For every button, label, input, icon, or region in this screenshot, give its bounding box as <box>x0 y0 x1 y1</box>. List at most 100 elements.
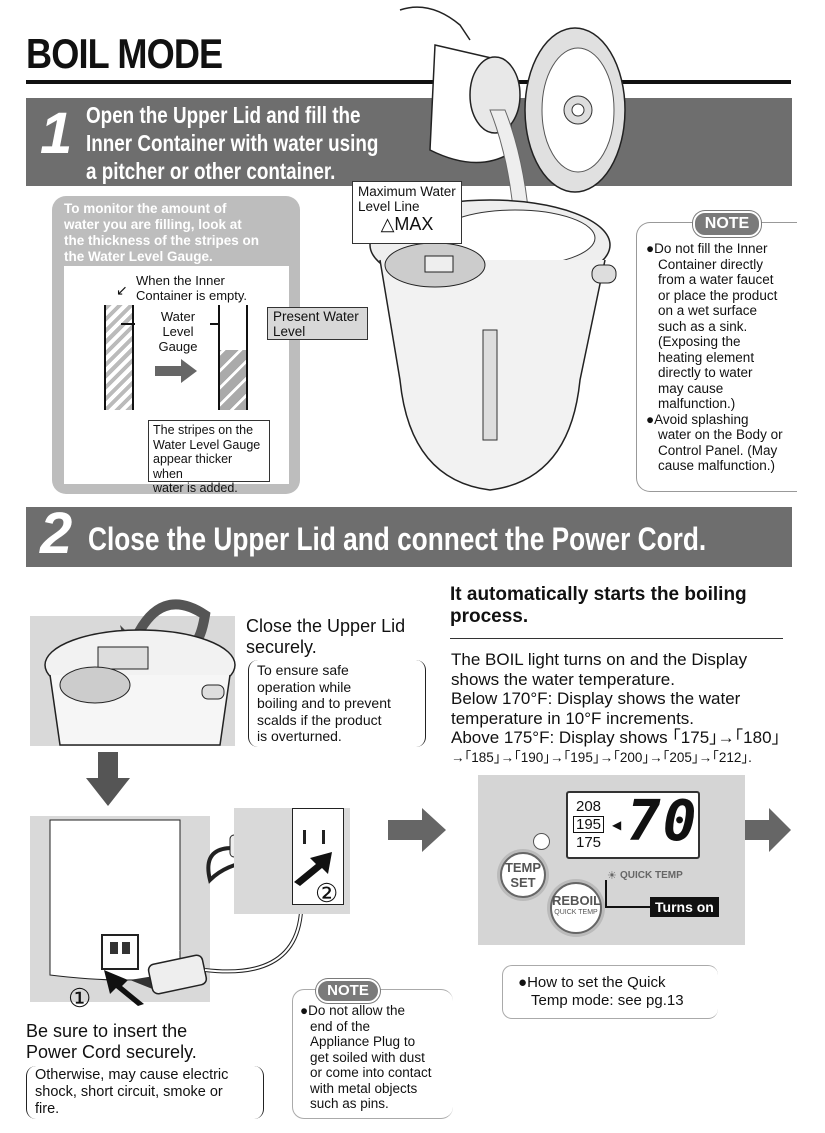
note2-line1: Do not allow the <box>308 1003 405 1018</box>
auto-rule <box>450 638 783 639</box>
note2-line2: end of the <box>310 1018 371 1034</box>
auto-heading: It automatically starts the boiling proc… <box>450 584 747 628</box>
note2-label: NOTE <box>316 979 380 1003</box>
note1-line1: Do not fill the Inner <box>654 241 768 256</box>
max-level-line2: Level Line <box>358 199 420 214</box>
temp-btn-line1: TEMP <box>504 860 542 875</box>
empty-line1: When the Inner <box>136 273 225 288</box>
empty-line2: Container is empty. <box>136 288 248 303</box>
step1-text-line3: a pitcher or other container. <box>86 158 336 184</box>
auto-heading-line2: process. <box>450 606 529 627</box>
auto-body-line5: Above 175°F: Display shows ｢175｣→｢180｣ <box>451 728 781 747</box>
insert-line1: Be sure to insert the <box>26 1021 188 1041</box>
temp-set-button[interactable]: TEMP SET <box>500 852 546 898</box>
gauge-label-line2: Level <box>162 324 194 339</box>
lcd-temp3: 175 <box>576 834 602 851</box>
present-level-box: Present Water Level <box>267 307 368 340</box>
down-arrow-icon <box>86 752 130 806</box>
close-line1: Close the Upper Lid <box>246 616 406 636</box>
lcd-value: 70 <box>627 789 699 854</box>
lcd-indicator-icon: ◀ <box>612 818 622 832</box>
right-arrow-icon <box>388 808 446 852</box>
auto-body-line3: Below 170°F: Display shows the water <box>451 689 741 708</box>
note1-line11: malfunction.) <box>658 396 736 411</box>
pot-illustration <box>369 6 626 491</box>
note1-line3: from a water faucet <box>658 272 774 287</box>
close-lid-drawing <box>44 599 236 746</box>
howto-line1: How to set the Quick <box>527 974 666 991</box>
step2-band <box>26 507 792 567</box>
otherwise-line2: shock, short circuit, smoke or <box>35 1084 223 1100</box>
lcd-temp1: 208 <box>576 798 602 815</box>
page-title: BOIL MODE <box>26 30 223 77</box>
note1-text: ● Do not fill the Inner Container directl… <box>646 241 796 474</box>
note1-line10: may cause <box>658 380 724 396</box>
max-symbol: △MAX <box>380 214 434 234</box>
empty-text: When the Inner Container is empty. <box>136 273 247 303</box>
note2-line3: Control Panel. (May <box>658 442 778 458</box>
pointer-line <box>605 880 607 908</box>
safe-line1: To ensure safe <box>257 662 349 678</box>
stripes-text-box: The stripes on the Water Level Gauge app… <box>148 420 270 495</box>
auto-body: The BOIL light turns on and the Display … <box>451 650 780 767</box>
step2-text: Close the Upper Lid and connect the Powe… <box>88 521 707 557</box>
monitor-line3: the thickness of the stripes on <box>64 233 260 248</box>
otherwise-line3: fire. <box>35 1101 60 1117</box>
auto-heading-line1: It automatically starts the boiling <box>450 584 747 605</box>
note2-line3: Appliance Plug to <box>310 1034 416 1049</box>
max-level-callout: Maximum Water Level Line △MAX <box>352 181 462 244</box>
circle-2: ② <box>315 878 339 908</box>
monitor-line1: To monitor the amount of <box>64 201 227 216</box>
step2-number: 2 <box>40 501 73 566</box>
outlet-slots <box>303 830 325 844</box>
safe-line3: boiling and to prevent <box>257 695 391 711</box>
auto-body-line6: →｢185｣→｢190｣→｢195｣→｢200｣→｢205｣→｢212｣. <box>451 749 752 765</box>
title-rule <box>26 80 791 84</box>
note1-label: NOTE <box>693 211 761 237</box>
stripes-line1: The stripes on the <box>153 423 254 437</box>
note2-line5: or come into contact <box>310 1065 432 1080</box>
reboil-sub: QUICK TEMP <box>554 909 598 916</box>
step1-band <box>26 98 792 186</box>
empty-gauge-mark <box>121 323 135 325</box>
insert-line2: Power Cord securely. <box>26 1042 197 1062</box>
close-line2: securely. <box>246 637 317 657</box>
gauge-label-line1: Water <box>160 309 196 324</box>
empty-gauge <box>104 305 134 410</box>
lcd-temp2: 195 <box>573 816 605 833</box>
note1-line2: Container directly <box>658 256 764 272</box>
note1-line6: such as a sink. <box>658 318 748 334</box>
plug-arrow-icon <box>294 852 332 886</box>
note1-line8: heating element <box>658 349 755 365</box>
temp-btn-line2: SET <box>510 875 536 890</box>
present-line1: Present Water <box>273 309 359 324</box>
step1-text: Open the Upper Lid and fill the Inner Co… <box>86 101 398 185</box>
safe-line4: scalds if the product <box>257 711 382 728</box>
lcd-temps: 208 195 175 <box>573 797 605 852</box>
quick-temp-label: QUICK TEMP <box>620 870 683 881</box>
stripes-line2: Water Level Gauge <box>153 437 261 452</box>
right-arrow-icon-2 <box>743 808 791 852</box>
max-level-line1: Maximum Water <box>358 184 456 199</box>
close-lid-heading: Close the Upper Lid securely. <box>246 616 405 658</box>
bullet-icon: ● <box>518 974 528 991</box>
auto-body-line2: shows the water temperature. <box>451 669 675 689</box>
boil-light <box>533 833 550 850</box>
note2-line2: water on the Body or <box>658 427 783 442</box>
gauge-label-line3: Gauge <box>158 339 198 354</box>
howto-line2: Temp mode: see pg.13 <box>531 992 684 1009</box>
note1-line4: or place the product <box>658 287 778 303</box>
turns-on-label: Turns on <box>650 897 719 917</box>
note1-line7: (Exposing the <box>658 334 741 349</box>
note2-line7: such as pins. <box>310 1096 389 1111</box>
lcd-display <box>566 791 700 859</box>
bullet-icon: ● <box>646 411 655 427</box>
filled-gauge-top <box>220 305 246 350</box>
reboil-button[interactable]: REBOIL QUICK TEMP <box>550 882 602 934</box>
empty-pointer: ↙ <box>116 282 128 298</box>
reboil-label: REBOIL <box>552 893 602 908</box>
step1-text-line2: Inner Container with water using <box>86 130 379 156</box>
howto-box <box>502 965 718 1019</box>
safe-line2: operation while <box>257 678 352 695</box>
monitor-line2: water you are filling, look at <box>64 217 242 232</box>
